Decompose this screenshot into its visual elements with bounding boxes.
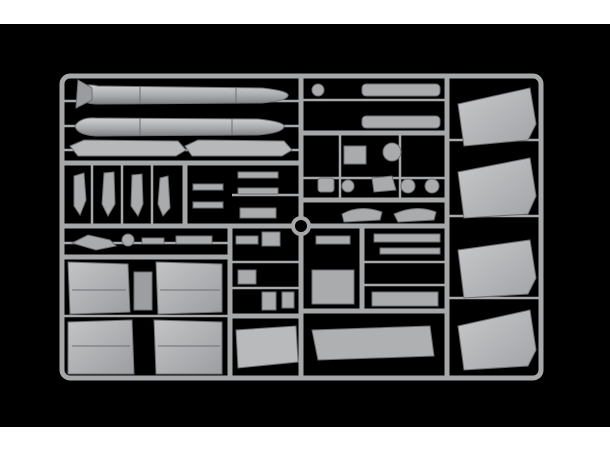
small-bits-center xyxy=(235,269,439,369)
drop-tanks xyxy=(74,79,289,137)
rail-parts xyxy=(69,139,293,157)
small-bits-upper xyxy=(311,83,441,223)
small-bits-row xyxy=(70,231,441,255)
panel-parts xyxy=(67,261,223,375)
fin-1 xyxy=(457,87,537,147)
strut-parts xyxy=(73,171,279,219)
fin-4 xyxy=(457,309,537,371)
fin-3 xyxy=(457,239,537,299)
sprue-gate-ring xyxy=(291,216,311,236)
fin-parts xyxy=(457,87,537,371)
fin-2 xyxy=(457,157,537,219)
